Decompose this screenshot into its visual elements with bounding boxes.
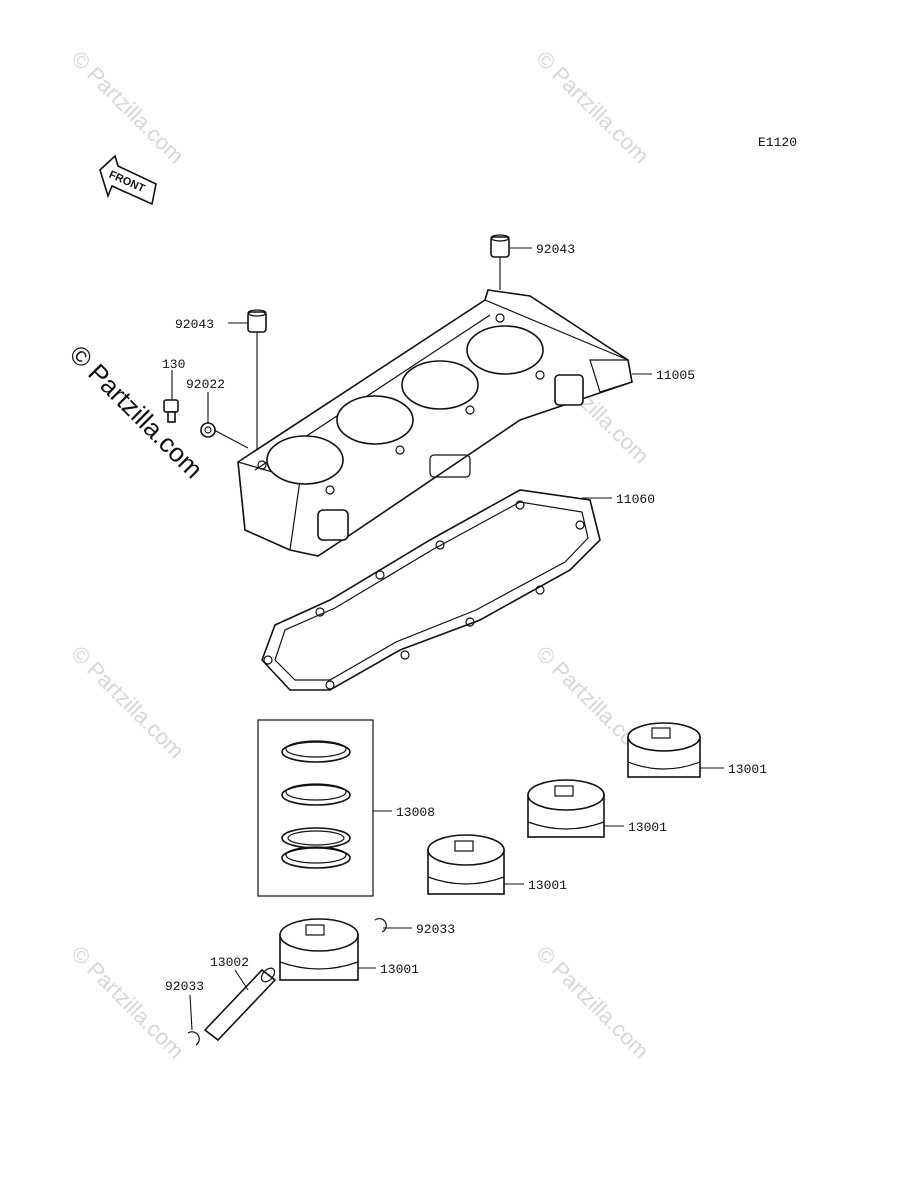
piston-ring-set bbox=[257, 719, 374, 897]
watermark-text: © Partzilla.com bbox=[66, 641, 189, 764]
cylinder-block bbox=[237, 289, 633, 557]
callout-labels: 92043 92043 130 92022 11005 11060 13008 … bbox=[162, 242, 767, 994]
piston-2 bbox=[527, 779, 605, 838]
washer-92022 bbox=[200, 422, 216, 438]
callout-92033-left: 92033 bbox=[165, 979, 204, 994]
callout-13001-c: 13001 bbox=[528, 878, 567, 893]
diagram-code: E1120 bbox=[758, 135, 797, 150]
callout-92022: 92022 bbox=[186, 377, 225, 392]
watermark-text: © Partzilla.com bbox=[66, 941, 189, 1064]
dowel-pin-top bbox=[490, 234, 510, 290]
circlip-right bbox=[374, 917, 387, 933]
watermark-text: © Partzilla.com bbox=[66, 46, 189, 169]
callout-13002: 13002 bbox=[210, 955, 249, 970]
callout-92043-top: 92043 bbox=[536, 242, 575, 257]
callout-13001-b: 13001 bbox=[628, 820, 667, 835]
callout-92043-left: 92043 bbox=[175, 317, 214, 332]
front-arrow-icon: FRONT bbox=[99, 154, 157, 206]
callout-92033-right: 92033 bbox=[416, 922, 455, 937]
circlip-left bbox=[187, 1031, 200, 1046]
watermark-text: © Partzilla.com bbox=[531, 46, 654, 169]
callout-13001-d: 13001 bbox=[380, 962, 419, 977]
callout-130: 130 bbox=[162, 357, 185, 372]
piston-4 bbox=[279, 918, 359, 981]
watermark-text: © Partzilla.com bbox=[531, 941, 654, 1064]
cylinder-gasket bbox=[261, 489, 601, 691]
callout-13008: 13008 bbox=[396, 805, 435, 820]
piston-pin bbox=[203, 967, 277, 1042]
callout-13001-a: 13001 bbox=[728, 762, 767, 777]
watermark-text-dark: © Partzilla.com bbox=[64, 339, 209, 484]
callout-11060: 11060 bbox=[616, 492, 655, 507]
bolt-130 bbox=[163, 399, 179, 423]
leader-lines bbox=[171, 247, 724, 1031]
piston-1 bbox=[627, 722, 701, 778]
piston-3 bbox=[427, 834, 505, 895]
callout-11005: 11005 bbox=[656, 368, 695, 383]
dowel-pin-left bbox=[247, 309, 267, 460]
